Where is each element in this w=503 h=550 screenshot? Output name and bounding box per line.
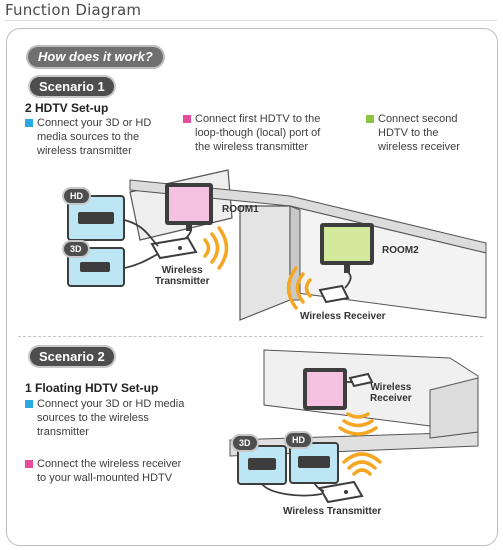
- title-divider: [5, 20, 497, 21]
- bullet-line: Connect first HDTV to the: [195, 113, 321, 125]
- scenario2-receiver-label: Wireless Receiver: [370, 382, 412, 404]
- bullet-line: sources to the wireless: [37, 412, 149, 424]
- scenario2-receiver-waves: [338, 412, 378, 436]
- 3d-source-box: [67, 247, 125, 287]
- green-square-icon: [366, 115, 374, 123]
- bullet-line: Connect your 3D or HD media: [37, 398, 185, 410]
- scenario2-transmitter: [318, 480, 364, 504]
- bullet-line: media sources to the: [37, 131, 140, 143]
- scenario2-hd-source-box: [289, 442, 339, 484]
- hd-tag: HD: [64, 189, 89, 203]
- scenario2-bullet-pink: Connect the wireless receiver to your wa…: [25, 457, 225, 485]
- blue-square-icon: [25, 400, 33, 408]
- bullet-line: wireless transmitter: [37, 145, 132, 157]
- scenario-divider: [18, 336, 483, 337]
- scenario2-bullet-blue: Connect your 3D or HD media sources to t…: [25, 397, 225, 439]
- scenario1-badge: Scenario 1: [30, 77, 114, 96]
- scenario1-bullet-pink: Connect first HDTV to the loop-though (l…: [183, 112, 353, 154]
- scenario2-receiver: [348, 372, 374, 388]
- hd-source-box: [67, 195, 125, 241]
- scenario1-receiver: [318, 284, 350, 304]
- cable: [261, 483, 323, 497]
- how-does-it-work-heading: How does it work?: [28, 47, 163, 67]
- scenario1-setup-title: 2 HDTV Set-up: [25, 101, 109, 115]
- transmitter-signal-waves: [203, 226, 229, 270]
- scenario2-transmitter-waves: [342, 452, 382, 476]
- page-title: Function Diagram: [5, 1, 142, 19]
- blue-square-icon: [25, 119, 33, 127]
- room2-label: ROOM2: [382, 245, 419, 256]
- cable: [344, 271, 352, 289]
- pink-square-icon: [183, 115, 191, 123]
- bullet-line: Connect the wireless receiver: [37, 458, 182, 470]
- scenario2-tv: [303, 368, 347, 410]
- 3d-tag: 3D: [64, 242, 88, 256]
- pink-square-icon: [25, 460, 33, 468]
- label-line: Receiver: [370, 393, 412, 404]
- bullet-line: Connect second: [378, 113, 458, 125]
- receiver-signal-waves: [286, 266, 312, 310]
- bullet-line: transmitter: [37, 426, 89, 438]
- bullet-line: loop-though (local) port of: [195, 127, 321, 139]
- room1-label: ROOM1: [222, 204, 259, 215]
- cable: [185, 225, 193, 239]
- bullet-line: Connect your 3D or HD: [37, 117, 152, 129]
- scenario2-setup-title: 1 Floating HDTV Set-up: [25, 381, 159, 395]
- bullet-line: the wireless transmitter: [195, 141, 309, 153]
- cable: [123, 219, 159, 247]
- scenario2-hd-tag: HD: [286, 433, 311, 447]
- scenario2-badge: Scenario 2: [30, 347, 114, 366]
- bullet-line: HDTV to the: [378, 127, 439, 139]
- room2-tv: [320, 223, 374, 273]
- scenario1-transmitter-label: Wireless Transmitter: [155, 265, 209, 287]
- label-line: Wireless: [161, 265, 203, 276]
- scenario2-3d-tag: 3D: [233, 436, 257, 450]
- label-line: Wireless: [370, 382, 412, 393]
- cable: [123, 253, 159, 269]
- scenario1-bullet-green: Connect second HDTV to the wireless rece…: [366, 112, 486, 154]
- scenario2-room-walls: [229, 349, 479, 457]
- scenario1-bullet-blue: Connect your 3D or HD media sources to t…: [25, 116, 185, 158]
- scenario2-transmitter-label: Wireless Transmitter: [283, 506, 382, 517]
- cable: [313, 482, 325, 492]
- label-line: Transmitter: [155, 276, 210, 287]
- scenario1-transmitter: [150, 236, 198, 260]
- bullet-line: to your wall-mounted HDTV: [37, 472, 173, 484]
- room1-tv: [165, 183, 213, 231]
- scenario1-receiver-label: Wireless Receiver: [300, 311, 386, 322]
- bullet-line: wireless receiver: [378, 141, 460, 153]
- scenario2-3d-source-box: [237, 445, 287, 485]
